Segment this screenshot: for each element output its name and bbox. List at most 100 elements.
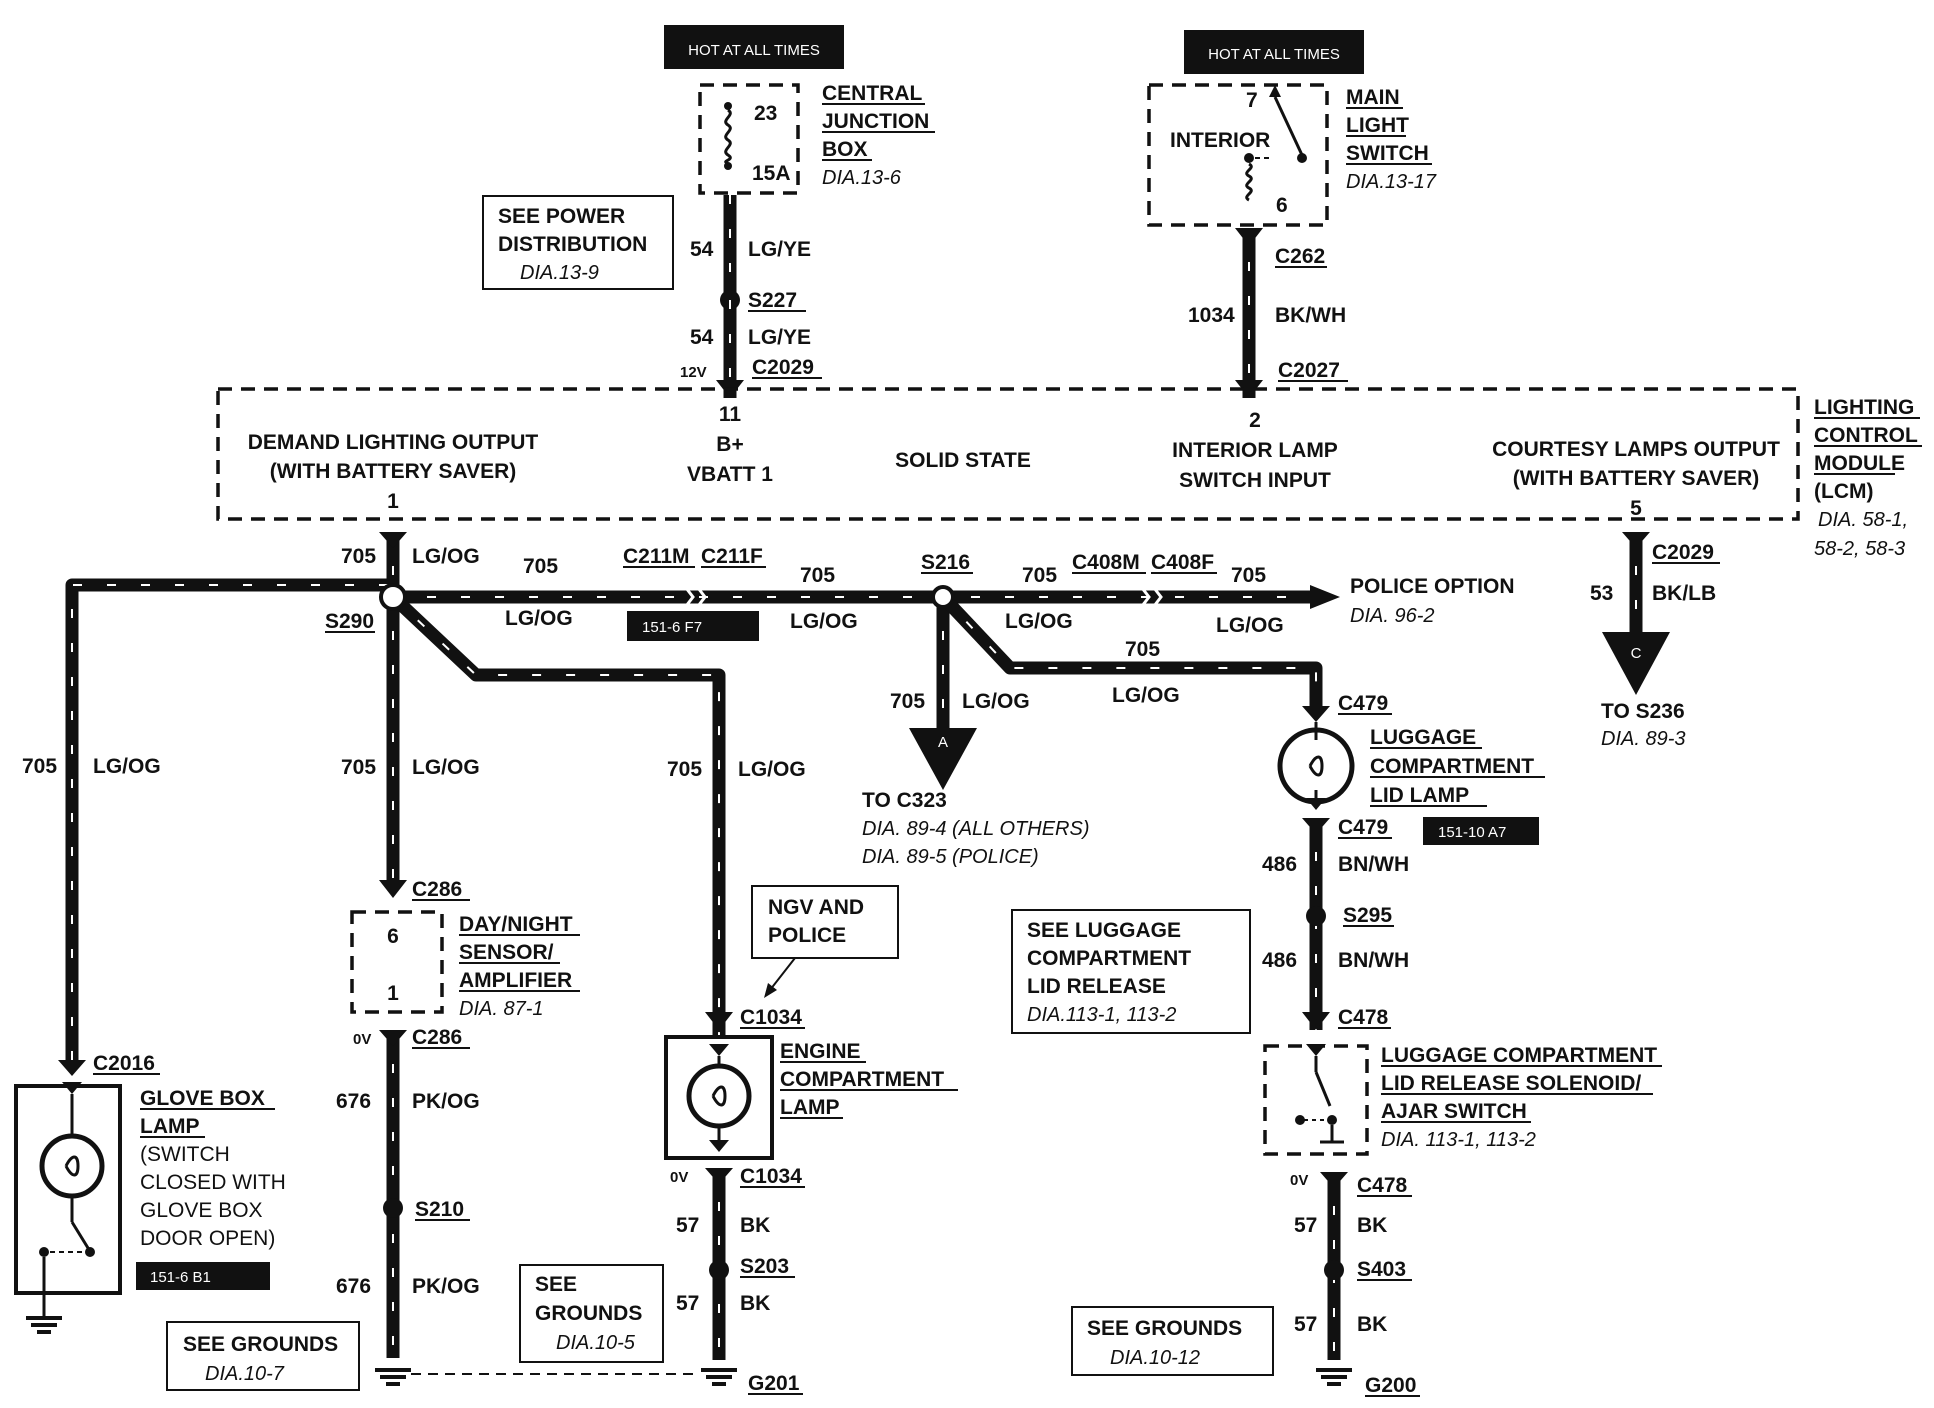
connector-arrow-lcm-pin1	[379, 532, 407, 548]
engine-name-3: LAMP	[780, 1096, 840, 1119]
lcm-pin-2: 2	[1249, 409, 1261, 432]
wire-676-color-b: PK/OG	[412, 1275, 480, 1298]
see-grounds-c-line: SEE GROUNDS	[1087, 1317, 1242, 1340]
ground-icon-daynight	[375, 1368, 411, 1386]
wire-676-number-b: 676	[336, 1275, 371, 1298]
off-page-connector-a	[909, 728, 977, 790]
glove-box-lamp-icon	[39, 1082, 105, 1318]
wire-705-number-engine: 705	[667, 758, 702, 781]
mls-interior-label: INTERIOR	[1170, 129, 1270, 152]
luggage-lamp-name-3: LID LAMP	[1370, 784, 1469, 807]
connector-arrow-c286-bottom	[379, 1030, 407, 1046]
ngv-police-box	[751, 885, 899, 959]
see-grounds-b-line-1: SEE	[535, 1273, 577, 1296]
daynight-voltage: 0V	[353, 1031, 371, 1048]
ngv-pointer-line	[769, 957, 796, 991]
see-power-line-1: SEE POWER	[498, 205, 625, 228]
wire-53-color: BK/LB	[1652, 582, 1716, 605]
wire-57-number-a: 57	[676, 1214, 699, 1237]
police-option-arrow	[1310, 585, 1340, 609]
lcm-dia-1: DIA. 58-1,	[1818, 509, 1908, 531]
connector-c211-icon	[681, 583, 707, 611]
see-luggage-release-box	[1011, 909, 1251, 1034]
see-luggage-line-2: COMPARTMENT	[1027, 947, 1191, 970]
daynight-name-2: SENSOR/	[459, 941, 554, 964]
ground-icon-glovebox	[26, 1316, 62, 1334]
wire-486-number-b: 486	[1262, 949, 1297, 972]
lcm-name-4: (LCM)	[1814, 480, 1873, 503]
to-c323-label: TO C323	[862, 789, 947, 812]
connector-c408m: C408M	[1072, 551, 1140, 574]
wire-705-number-5: 705	[1231, 564, 1266, 587]
luggage-lamp-name-2: COMPARTMENT	[1370, 755, 1534, 778]
off-page-connector-c-label: C	[1631, 645, 1642, 662]
to-c323-dia-1: DIA. 89-4 (ALL OTHERS)	[862, 818, 1089, 840]
lcm-courtesy-1: COURTESY LAMPS OUTPUT	[1492, 438, 1780, 461]
wire-705-color-luggage: LG/OG	[1112, 684, 1180, 707]
hot-label-right: HOT AT ALL TIMES	[1208, 46, 1340, 63]
voltage-12v: 12V	[680, 364, 707, 381]
luggage-lamp-icon	[1277, 722, 1355, 810]
switch-icon	[1244, 85, 1307, 202]
ngv-pointer-head	[764, 983, 777, 998]
fuse-icon	[724, 102, 732, 170]
splice-s210	[383, 1198, 403, 1218]
see-luggage-line-1: SEE LUGGAGE	[1027, 919, 1181, 942]
solenoid-name-3: AJAR SWITCH	[1381, 1100, 1527, 1123]
lcm-pin-1: 1	[387, 490, 399, 513]
splice-s216	[931, 585, 955, 609]
cjb-dia: DIA.13-6	[822, 167, 902, 189]
splice-s227-label: S227	[748, 289, 797, 312]
wire-486-color-b: BN/WH	[1338, 949, 1409, 972]
ref-151-10-a7: 151-10 A7	[1438, 824, 1506, 841]
lcm-dia-2: 58-2, 58-3	[1814, 538, 1905, 560]
see-luggage-dia: DIA.113-1, 113-2	[1027, 1004, 1176, 1026]
wire-57-number-c: 57	[1294, 1214, 1317, 1237]
cjb-name-2: JUNCTION	[822, 110, 929, 133]
wire-705-number-1: 705	[341, 545, 376, 568]
ref-box-151-6-f7	[627, 611, 759, 641]
engine-name-1: ENGINE	[780, 1040, 861, 1063]
see-power-line-2: DISTRIBUTION	[498, 233, 647, 256]
wire-53-number: 53	[1590, 582, 1613, 605]
to-s236-dia: DIA. 89-3	[1601, 728, 1685, 750]
cjb-name-3: BOX	[822, 138, 868, 161]
see-grounds-c-dia: DIA.10-12	[1110, 1347, 1200, 1369]
wire-705-color-1: LG/OG	[412, 545, 480, 568]
wire-705-color-5: LG/OG	[1216, 614, 1284, 637]
to-s236-label: TO S236	[1601, 700, 1685, 723]
wire-705-color-engine: LG/OG	[738, 758, 806, 781]
lcm-solid-state: SOLID STATE	[895, 449, 1031, 472]
see-grounds-a-line: SEE GROUNDS	[183, 1333, 338, 1356]
wire-57-number-d: 57	[1294, 1313, 1317, 1336]
wire-705-number-glovebox: 705	[22, 755, 57, 778]
police-option-label: POLICE OPTION	[1350, 575, 1515, 598]
wire-705-color-daynight: LG/OG	[412, 756, 480, 779]
connector-arrow-c1034-top	[705, 1012, 733, 1030]
wire-1034-number: 1034	[1188, 304, 1235, 327]
luggage-voltage: 0V	[1290, 1172, 1308, 1189]
connector-c2029-top: C2029	[752, 356, 814, 379]
ref-151-6-f7: 151-6 F7	[642, 619, 702, 636]
ref-box-151-10-a7	[1423, 817, 1539, 845]
lcm-pin-11: 11	[719, 403, 742, 426]
connector-c2016: C2016	[93, 1052, 155, 1075]
see-grounds-box-b	[519, 1264, 664, 1363]
lcm-interior-1: INTERIOR LAMP	[1172, 439, 1338, 462]
splice-s203-label: S203	[740, 1255, 789, 1278]
connector-arrow-c478-top	[1302, 1012, 1330, 1030]
central-junction-box-outline	[698, 83, 800, 195]
connector-c2027: C2027	[1278, 359, 1340, 382]
main-light-switch-outline	[1147, 83, 1329, 227]
see-grounds-b-line-2: GROUNDS	[535, 1302, 642, 1325]
connector-c478-top: C478	[1338, 1006, 1389, 1029]
wire-57-color-b: BK	[740, 1292, 770, 1315]
connector-c211m: C211M	[623, 545, 690, 568]
ground-icon-g201	[701, 1368, 737, 1386]
wire-705-bus	[65, 532, 1643, 1060]
wire-57-number-b: 57	[676, 1292, 699, 1315]
engine-lamp-icon	[686, 1044, 752, 1152]
daynight-dia: DIA. 87-1	[459, 998, 543, 1020]
mls-pin-6: 6	[1276, 194, 1288, 217]
